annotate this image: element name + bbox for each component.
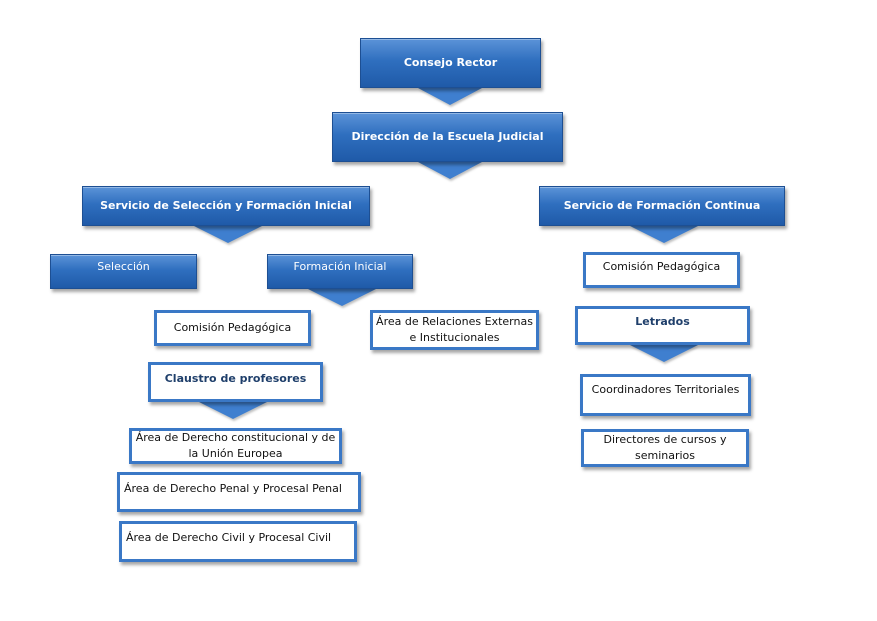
node-directores-cursos-seminarios: Directores de cursos y seminarios — [581, 429, 749, 467]
arrow-consejo-to-direccion — [418, 88, 482, 105]
node-formacion-inicial: Formación Inicial — [267, 254, 413, 289]
arrow-formacion-inicial-down — [308, 289, 376, 306]
node-comision-pedagogica-continua: Comisión Pedagógica — [583, 252, 740, 288]
node-servicio-seleccion-formacion-inicial: Servicio de Selección y Formación Inicia… — [82, 186, 370, 226]
node-letrados: Letrados — [575, 306, 750, 345]
node-seleccion: Selección — [50, 254, 197, 289]
node-comision-pedagogica-inicial: Comisión Pedagógica — [154, 310, 311, 346]
node-consejo-rector: Consejo Rector — [360, 38, 541, 88]
arrow-seleccion-service-down — [194, 226, 262, 243]
arrow-claustro-down — [199, 402, 267, 419]
node-area-relaciones-externas: Área de Relaciones Externas e Institucio… — [370, 310, 539, 350]
arrow-continua-service-down — [630, 226, 698, 243]
arrow-direccion-to-servicios — [418, 162, 482, 179]
node-claustro-profesores: Claustro de profesores — [148, 362, 323, 402]
node-coordinadores-territoriales: Coordinadores Territoriales — [580, 374, 751, 416]
node-servicio-formacion-continua: Servicio de Formación Continua — [539, 186, 785, 226]
node-area-derecho-penal: Área de Derecho Penal y Procesal Penal — [117, 472, 361, 512]
node-direccion-escuela-judicial: Dirección de la Escuela Judicial — [332, 112, 563, 162]
node-area-derecho-civil: Área de Derecho Civil y Procesal Civil — [119, 521, 357, 562]
arrow-letrados-down — [630, 345, 698, 362]
node-area-derecho-constitucional: Área de Derecho constitucional y de la U… — [129, 428, 342, 464]
